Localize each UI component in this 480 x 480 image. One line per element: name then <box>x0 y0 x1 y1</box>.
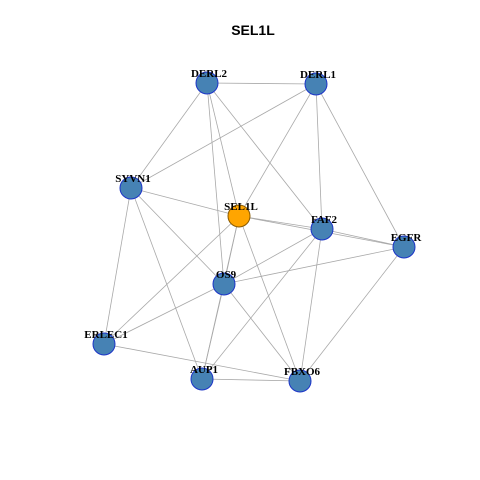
node-derl2[interactable] <box>195 71 219 95</box>
edge-derl1-syvn1 <box>130 83 317 189</box>
node-faf2[interactable] <box>310 217 334 241</box>
edge-faf2-egfr <box>321 228 405 248</box>
node-sel1l[interactable] <box>227 204 251 228</box>
edge-aup1-fbxo6 <box>201 378 301 382</box>
node-label-aup1: AUP1 <box>190 364 218 376</box>
node-label-erlec1: ERLEC1 <box>84 329 127 341</box>
node-derl1[interactable] <box>304 72 328 96</box>
edge-derl2-syvn1 <box>130 82 208 189</box>
node-label-derl2: DERL2 <box>191 68 228 80</box>
edge-sel1l-erlec1 <box>103 215 240 345</box>
node-label-egfr: EGFR <box>391 232 423 244</box>
edge-erlec1-fbxo6 <box>103 343 301 382</box>
node-label-sel1l: SEL1L <box>224 201 258 213</box>
node-egfr[interactable] <box>392 235 416 259</box>
node-aup1[interactable] <box>190 367 214 391</box>
node-label-fbxo6: FBXO6 <box>284 366 321 378</box>
edge-syvn1-aup1 <box>130 187 203 380</box>
edge-derl2-derl1 <box>206 82 317 85</box>
node-label-syvn1: SYVN1 <box>115 173 150 185</box>
node-fbxo6[interactable] <box>288 369 312 393</box>
edge-layer <box>103 82 405 382</box>
edge-syvn1-erlec1 <box>103 187 132 345</box>
node-label-derl1: DERL1 <box>300 69 336 81</box>
edge-os9-fbxo6 <box>223 283 301 382</box>
edge-faf2-fbxo6 <box>299 228 323 382</box>
edge-derl2-faf2 <box>206 82 323 230</box>
edge-derl1-faf2 <box>315 83 323 230</box>
edge-derl1-sel1l <box>238 83 317 217</box>
edge-egfr-fbxo6 <box>299 246 405 382</box>
edge-sel1l-fbxo6 <box>238 215 301 382</box>
edge-os9-erlec1 <box>103 283 225 345</box>
diagram-title: SEL1L <box>231 22 275 38</box>
node-os9[interactable] <box>212 272 236 296</box>
node-erlec1[interactable] <box>92 332 116 356</box>
edge-derl2-sel1l <box>206 82 240 217</box>
edge-derl2-os9 <box>206 82 225 285</box>
node-layer <box>92 71 416 393</box>
edge-faf2-os9 <box>223 228 323 285</box>
node-syvn1[interactable] <box>119 176 143 200</box>
edge-faf2-aup1 <box>201 228 323 380</box>
edge-syvn1-sel1l <box>130 187 240 217</box>
edge-derl1-egfr <box>315 83 405 248</box>
edge-egfr-os9 <box>223 246 405 285</box>
node-label-os9: OS9 <box>216 269 237 281</box>
node-label-faf2: FAF2 <box>311 214 338 226</box>
edge-syvn1-os9 <box>130 187 225 285</box>
edge-sel1l-faf2 <box>238 215 323 230</box>
